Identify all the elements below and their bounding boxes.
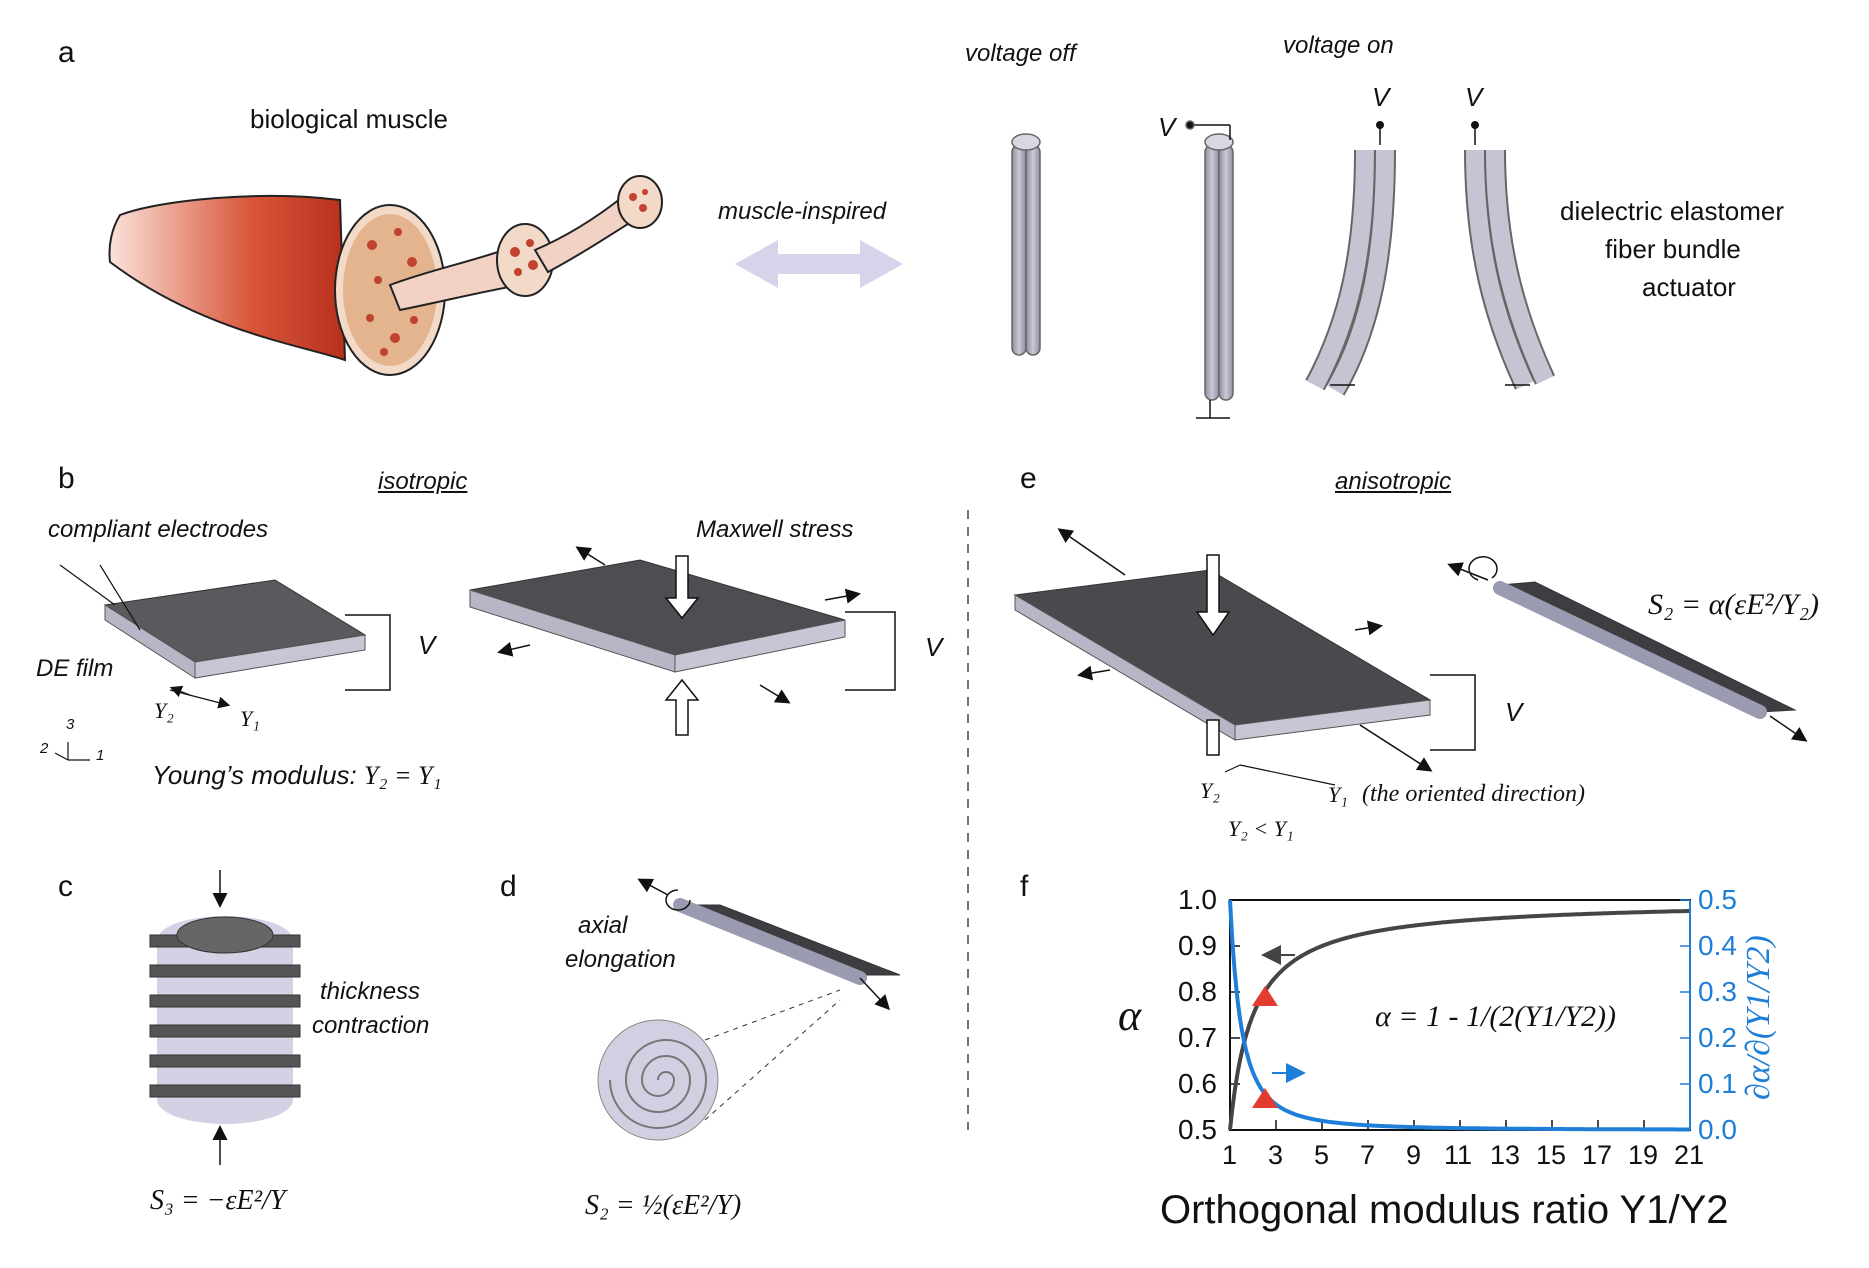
actuator-label-line1: dielectric elastomer <box>1560 196 1784 226</box>
y-left-tick-label: 0.9 <box>1178 930 1217 961</box>
panel-label-e: e <box>1020 462 1037 495</box>
axis-2-label: 2 <box>40 740 49 757</box>
x-tick-label: 5 <box>1314 1140 1330 1170</box>
oriented-direction-label: (the oriented direction) <box>1362 781 1586 807</box>
x-tick-label: 17 <box>1582 1140 1613 1170</box>
y-right-tick-label: 0.0 <box>1698 1114 1737 1145</box>
youngs-equation: Y₂ = Y₁ <box>364 761 442 790</box>
x-tick-label: 1 <box>1222 1140 1238 1170</box>
y-left-tick-label: 0.6 <box>1178 1068 1217 1099</box>
maxwell-stress-label: Maxwell stress <box>696 516 854 543</box>
panel-label-f: f <box>1020 870 1029 903</box>
voltage-v-label-3: V <box>1465 82 1483 112</box>
marker-derivative <box>1252 1088 1278 1108</box>
fiber-bundle-on-bent-right <box>1464 121 1555 390</box>
y-left-axis-label: α <box>1118 991 1142 1040</box>
axes-triad-b <box>54 685 231 761</box>
y2-label-e: Y₂ <box>1200 778 1220 803</box>
x-tick-label: 21 <box>1674 1140 1705 1170</box>
stacked-electrodes <box>149 870 301 1165</box>
x-tick-label: 13 <box>1490 1140 1521 1170</box>
x-tick-label: 19 <box>1628 1140 1659 1170</box>
axis-3-label: 3 <box>66 716 75 733</box>
rolled-fiber-d <box>597 878 901 1141</box>
y-right-tick-label: 0.2 <box>1698 1022 1737 1053</box>
actuator-label-line3: actuator <box>1642 272 1736 302</box>
equation-s2-d: S₂ = ½(εE²/Y) <box>585 1190 742 1221</box>
isotropic-film-large <box>469 546 896 736</box>
voltage-v-label-1: V <box>1158 112 1176 142</box>
fiber-bundle-on-straight <box>1185 120 1234 419</box>
y2-label-b: Y₂ <box>154 698 174 723</box>
y-right-tick-label: 0.4 <box>1698 930 1737 961</box>
series-derivative-line <box>1228 899 1690 1132</box>
chart-formula: α = 1 - 1/(2(Y1/Y2)) <box>1375 1000 1616 1033</box>
equation-s3: S₃ = −εE²/Y <box>150 1185 286 1216</box>
x-tick-label: 11 <box>1444 1140 1473 1170</box>
axial-label-line2: elongation <box>565 946 676 973</box>
voltage-off-label: voltage off <box>965 40 1076 67</box>
panel-label-c: c <box>58 870 73 903</box>
y-right-tick-label: 0.1 <box>1698 1068 1737 1099</box>
voltage-on-label: voltage on <box>1283 32 1394 59</box>
y1-label-b: Y₁ <box>240 706 260 731</box>
de-film-label: DE film <box>36 655 114 682</box>
x-tick-label: 3 <box>1268 1140 1284 1170</box>
x-tick-label: 15 <box>1536 1140 1567 1170</box>
actuator-label-line2: fiber bundle <box>1605 234 1741 264</box>
double-arrow-icon <box>735 240 903 288</box>
biological-muscle-label: biological muscle <box>250 104 448 134</box>
fiber-bundle-on-bent-left <box>1305 121 1396 396</box>
panel-label-b: b <box>58 462 75 495</box>
y-right-axis-label: ∂α/∂(Y1/Y2) <box>1740 935 1777 1100</box>
equation-s2-e: S₂ = α(εE²/Y₂) <box>1648 588 1819 621</box>
thickness-label-line2: contraction <box>312 1012 430 1039</box>
muscle-illustration <box>108 175 663 376</box>
youngs-modulus-label: Young’s modulus: Y₂ = Y₁ <box>152 760 442 791</box>
voltage-v-e: V <box>1505 697 1523 727</box>
fiber-bundle-off <box>1011 133 1041 356</box>
x-tick-label: 7 <box>1360 1140 1376 1170</box>
series-alpha-line <box>1228 909 1690 1131</box>
anisotropic-film <box>1013 528 1476 786</box>
y-left-tick-label: 0.5 <box>1178 1114 1217 1145</box>
inequality-label: Y₂ < Y₁ <box>1228 816 1294 841</box>
isotropic-heading: isotropic <box>378 468 468 495</box>
isotropic-film-small <box>59 564 391 691</box>
voltage-v-label-2: V <box>1372 82 1390 112</box>
axial-label-line1: axial <box>578 912 628 939</box>
voltage-v-b1: V <box>418 630 436 660</box>
youngs-prefix: Young’s modulus: <box>152 760 364 790</box>
x-tick-label: 9 <box>1406 1140 1422 1170</box>
voltage-v-b2: V <box>925 632 943 662</box>
y-right-tick-label: 0.3 <box>1698 976 1737 1007</box>
y-left-tick-label: 0.8 <box>1178 976 1217 1007</box>
muscle-inspired-label: muscle-inspired <box>718 198 887 225</box>
thickness-label-line1: thickness <box>320 978 421 1005</box>
panel-label-d: d <box>500 870 517 903</box>
x-axis-label: Orthogonal modulus ratio Y1/Y2 <box>1160 1188 1729 1232</box>
marker-alpha <box>1252 986 1278 1006</box>
anisotropic-fiber <box>1447 556 1808 742</box>
y-left-tick-label: 1.0 <box>1178 884 1217 915</box>
anisotropic-heading: anisotropic <box>1335 468 1452 495</box>
chart-f <box>1228 899 1691 1132</box>
y1-label-e: Y₁ <box>1328 782 1348 807</box>
axis-1-label: 1 <box>96 747 105 764</box>
panel-label-a: a <box>58 36 75 69</box>
compliant-electrodes-label: compliant electrodes <box>48 516 269 543</box>
y-left-tick-label: 0.7 <box>1178 1022 1217 1053</box>
y-right-tick-label: 0.5 <box>1698 884 1737 915</box>
